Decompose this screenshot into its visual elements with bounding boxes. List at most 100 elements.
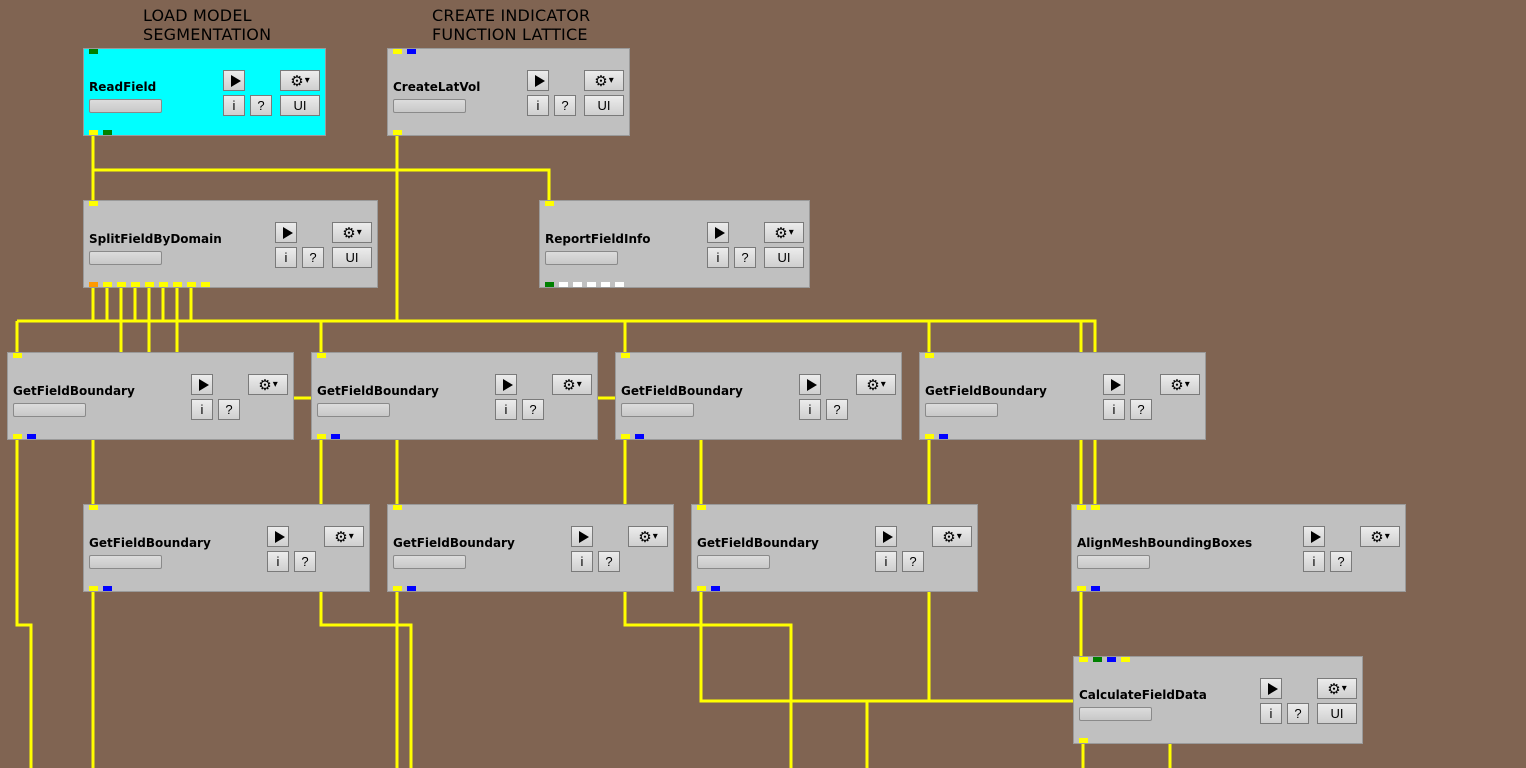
input-port[interactable]: [545, 201, 554, 206]
input-port[interactable]: [393, 49, 402, 54]
info-button[interactable]: i: [223, 95, 245, 116]
module-menu-button[interactable]: ⚙▾: [1360, 526, 1400, 547]
help-button[interactable]: ?: [554, 95, 576, 116]
help-button[interactable]: ?: [522, 399, 544, 420]
execute-button[interactable]: [1303, 526, 1325, 547]
execute-button[interactable]: [1103, 374, 1125, 395]
execute-button[interactable]: [527, 70, 549, 91]
input-port[interactable]: [393, 505, 402, 510]
execute-button[interactable]: [707, 222, 729, 243]
help-button[interactable]: ?: [1287, 703, 1309, 724]
module-menu-button[interactable]: ⚙▾: [764, 222, 804, 243]
input-port[interactable]: [89, 505, 98, 510]
help-button[interactable]: ?: [1130, 399, 1152, 420]
wire[interactable]: [17, 319, 1097, 355]
output-port[interactable]: [939, 434, 948, 439]
output-port[interactable]: [635, 434, 644, 439]
output-port[interactable]: [103, 282, 112, 287]
info-button[interactable]: i: [527, 95, 549, 116]
output-port[interactable]: [89, 586, 98, 591]
module-alignmesh[interactable]: AlignMeshBoundingBoxes⚙▾i?: [1071, 504, 1406, 592]
output-port[interactable]: [393, 130, 402, 135]
execute-button[interactable]: [495, 374, 517, 395]
info-button[interactable]: i: [875, 551, 897, 572]
module-menu-button[interactable]: ⚙▾: [856, 374, 896, 395]
help-button[interactable]: ?: [902, 551, 924, 572]
module-menu-button[interactable]: ⚙▾: [280, 70, 320, 91]
module-gfb1[interactable]: GetFieldBoundary⚙▾i?: [7, 352, 294, 440]
output-port[interactable]: [117, 282, 126, 287]
output-port[interactable]: [697, 586, 706, 591]
ui-button[interactable]: UI: [764, 247, 804, 268]
module-gfb6[interactable]: GetFieldBoundary⚙▾i?: [387, 504, 674, 592]
module-menu-button[interactable]: ⚙▾: [1317, 678, 1357, 699]
input-port[interactable]: [13, 353, 22, 358]
info-button[interactable]: i: [799, 399, 821, 420]
input-port[interactable]: [697, 505, 706, 510]
info-button[interactable]: i: [571, 551, 593, 572]
input-port[interactable]: [1093, 657, 1102, 662]
output-port[interactable]: [331, 434, 340, 439]
info-button[interactable]: i: [1303, 551, 1325, 572]
execute-button[interactable]: [275, 222, 297, 243]
module-gfb4[interactable]: GetFieldBoundary⚙▾i?: [919, 352, 1206, 440]
output-port[interactable]: [621, 434, 630, 439]
output-port[interactable]: [711, 586, 720, 591]
execute-button[interactable]: [1260, 678, 1282, 699]
module-menu-button[interactable]: ⚙▾: [584, 70, 624, 91]
input-port[interactable]: [1121, 657, 1130, 662]
output-port[interactable]: [145, 282, 154, 287]
output-port[interactable]: [601, 282, 610, 287]
help-button[interactable]: ?: [218, 399, 240, 420]
ui-button[interactable]: UI: [332, 247, 372, 268]
output-port[interactable]: [201, 282, 210, 287]
execute-button[interactable]: [223, 70, 245, 91]
ui-button[interactable]: UI: [584, 95, 624, 116]
output-port[interactable]: [173, 282, 182, 287]
wire[interactable]: [319, 592, 413, 768]
module-readfield[interactable]: ReadField⚙▾i?UI: [83, 48, 326, 136]
info-button[interactable]: i: [267, 551, 289, 572]
module-gfb5[interactable]: GetFieldBoundary⚙▾i?: [83, 504, 370, 592]
input-port[interactable]: [89, 49, 98, 54]
output-port[interactable]: [27, 434, 36, 439]
info-button[interactable]: i: [275, 247, 297, 268]
help-button[interactable]: ?: [1330, 551, 1352, 572]
info-button[interactable]: i: [1260, 703, 1282, 724]
module-menu-button[interactable]: ⚙▾: [324, 526, 364, 547]
execute-button[interactable]: [875, 526, 897, 547]
output-port[interactable]: [13, 434, 22, 439]
help-button[interactable]: ?: [302, 247, 324, 268]
info-button[interactable]: i: [495, 399, 517, 420]
input-port[interactable]: [621, 353, 630, 358]
output-port[interactable]: [1077, 586, 1086, 591]
module-gfb2[interactable]: GetFieldBoundary⚙▾i?: [311, 352, 598, 440]
module-splitfield[interactable]: SplitFieldByDomain⚙▾i?UI: [83, 200, 378, 288]
wire[interactable]: [15, 440, 33, 768]
output-port[interactable]: [559, 282, 568, 287]
module-menu-button[interactable]: ⚙▾: [248, 374, 288, 395]
help-button[interactable]: ?: [250, 95, 272, 116]
output-port[interactable]: [573, 282, 582, 287]
input-port[interactable]: [925, 353, 934, 358]
output-port[interactable]: [407, 586, 416, 591]
info-button[interactable]: i: [191, 399, 213, 420]
help-button[interactable]: ?: [598, 551, 620, 572]
output-port[interactable]: [89, 282, 98, 287]
execute-button[interactable]: [267, 526, 289, 547]
module-createlatvol[interactable]: CreateLatVol⚙▾i?UI: [387, 48, 630, 136]
module-menu-button[interactable]: ⚙▾: [932, 526, 972, 547]
input-port[interactable]: [1091, 505, 1100, 510]
output-port[interactable]: [131, 282, 140, 287]
input-port[interactable]: [1107, 657, 1116, 662]
info-button[interactable]: i: [707, 247, 729, 268]
module-menu-button[interactable]: ⚙▾: [332, 222, 372, 243]
module-menu-button[interactable]: ⚙▾: [552, 374, 592, 395]
wire[interactable]: [623, 592, 793, 768]
output-port[interactable]: [615, 282, 624, 287]
module-gfb7[interactable]: GetFieldBoundary⚙▾i?: [691, 504, 978, 592]
module-gfb3[interactable]: GetFieldBoundary⚙▾i?: [615, 352, 902, 440]
execute-button[interactable]: [191, 374, 213, 395]
execute-button[interactable]: [799, 374, 821, 395]
